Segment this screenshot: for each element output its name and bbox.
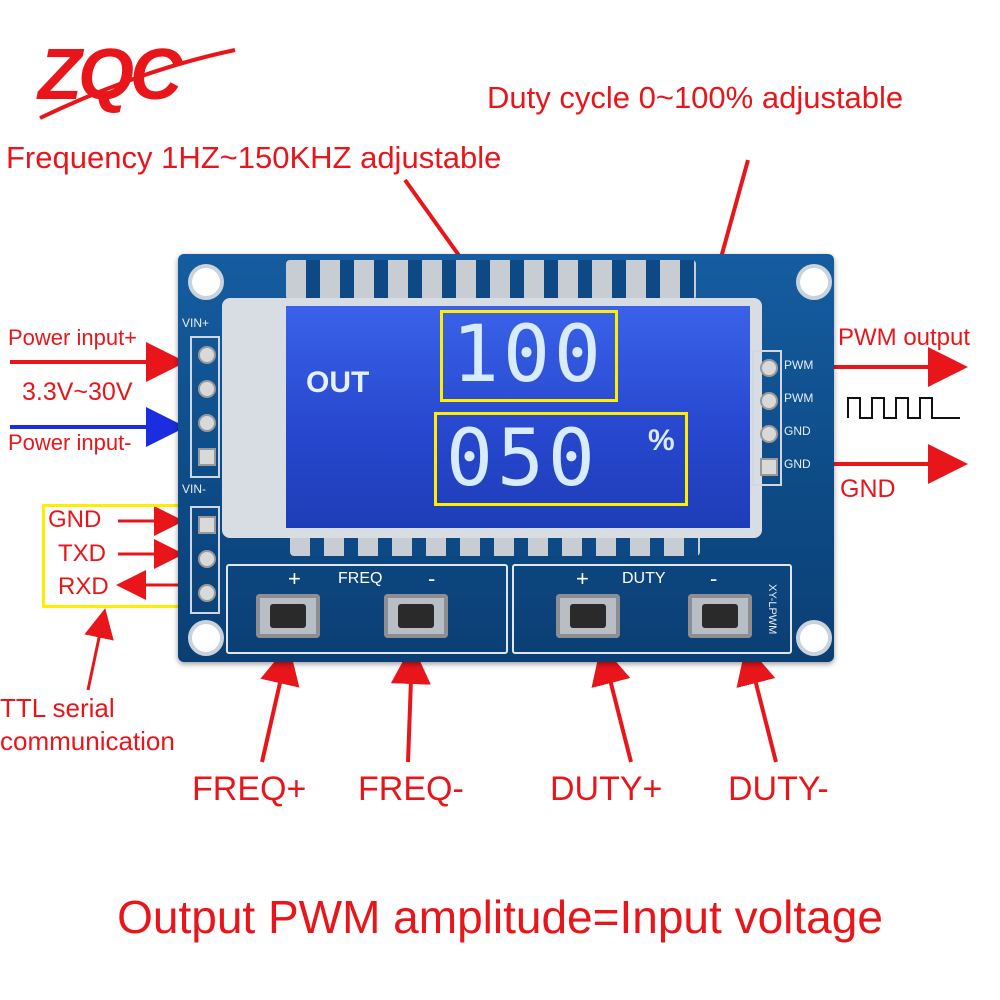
mount-hole [188, 620, 224, 656]
freq-button-group: + FREQ - [226, 564, 508, 654]
lcd-top-contacts [286, 260, 696, 300]
pin [198, 380, 216, 398]
freq-plus-button[interactable] [256, 594, 320, 638]
ttl-serial-label: TTL serial communication [0, 693, 175, 756]
logo-text: ZQC [38, 35, 182, 115]
duty-plus-arrow [591, 644, 633, 763]
pwm-output-label: PWM output [838, 324, 971, 351]
voltage-label: 3.3V~30V [22, 378, 133, 406]
duty-minus-label: DUTY- [728, 770, 829, 808]
duty-range-callout: Duty cycle 0~100% adjustable [487, 80, 904, 115]
duty-percent-sign: % [648, 424, 675, 457]
pin [760, 458, 778, 476]
output-pin-header [752, 350, 782, 486]
power-plus-label: Power input+ [8, 325, 138, 350]
button-cap [570, 604, 606, 628]
button-cap [270, 604, 306, 628]
lcd-panel: OUT 100 050 % [286, 306, 750, 528]
ttl-arrow [84, 608, 114, 691]
lcd-frame: OUT 100 050 % [222, 298, 762, 538]
pin [198, 516, 216, 534]
freq-minus-sign: - [428, 566, 436, 591]
pin [198, 414, 216, 432]
model-label: XY-LPWM [766, 584, 778, 635]
freq-group-label: FREQ [338, 570, 383, 587]
out-pin-label: PWM [784, 391, 814, 405]
vin-minus-label: VIN- [182, 482, 206, 496]
pcb-board: VIN+ VIN- OUT 100 050 % PWM PWM GN [178, 254, 834, 662]
duty-plus-label: DUTY+ [550, 770, 663, 808]
duty-minus-button[interactable] [688, 594, 752, 638]
duty-group-label: DUTY [622, 570, 666, 587]
rxd-pin-label: RXD [58, 573, 109, 600]
freq-range-callout: Frequency 1HZ~150KHZ adjustable [6, 140, 502, 175]
frequency-highlight-box [440, 310, 618, 402]
pin [760, 392, 778, 410]
footer-caption: Output PWM amplitude=Input voltage [117, 891, 883, 943]
out-pin-label: GND [784, 457, 811, 471]
pin [760, 359, 778, 377]
duty-button-group: + DUTY - [512, 564, 792, 654]
gnd-pin-label: GND [48, 506, 102, 533]
logo-swoosh [39, 48, 236, 120]
out-pin-label: GND [784, 424, 811, 438]
pin [198, 346, 216, 364]
duty-plus-button[interactable] [556, 594, 620, 638]
mount-hole [796, 264, 832, 300]
pin [760, 425, 778, 443]
pin [198, 584, 216, 602]
button-cap [398, 604, 434, 628]
freq-minus-arrow [390, 644, 431, 763]
freq-minus-label: FREQ- [358, 770, 464, 808]
frequency-readout: 100 [452, 310, 605, 400]
duty-plus-sign: + [576, 566, 589, 591]
serial-pin-header [190, 506, 220, 614]
duty-minus-arrow [736, 644, 778, 763]
pin [198, 448, 216, 466]
lcd-out-label: OUT [306, 366, 370, 399]
duty-minus-sign: - [710, 566, 718, 591]
power-pin-header [190, 336, 220, 478]
power-minus-label: Power input- [8, 430, 132, 455]
button-cap [702, 604, 738, 628]
mount-hole [188, 264, 224, 300]
vin-plus-label: VIN+ [182, 316, 210, 330]
freq-plus-label: FREQ+ [192, 770, 307, 808]
duty-readout: 050 [446, 414, 599, 504]
duty-highlight-box [434, 412, 688, 506]
logo: ZQC [30, 30, 240, 130]
txd-pin-label: TXD [58, 540, 106, 567]
pin [198, 550, 216, 568]
freq-plus-arrow [260, 644, 300, 763]
mount-hole [796, 620, 832, 656]
square-wave-icon [847, 397, 960, 419]
out-pin-label: PWM [784, 358, 814, 372]
freq-minus-button[interactable] [384, 594, 448, 638]
freq-plus-sign: + [288, 566, 301, 591]
gnd-output-label: GND [840, 475, 896, 503]
